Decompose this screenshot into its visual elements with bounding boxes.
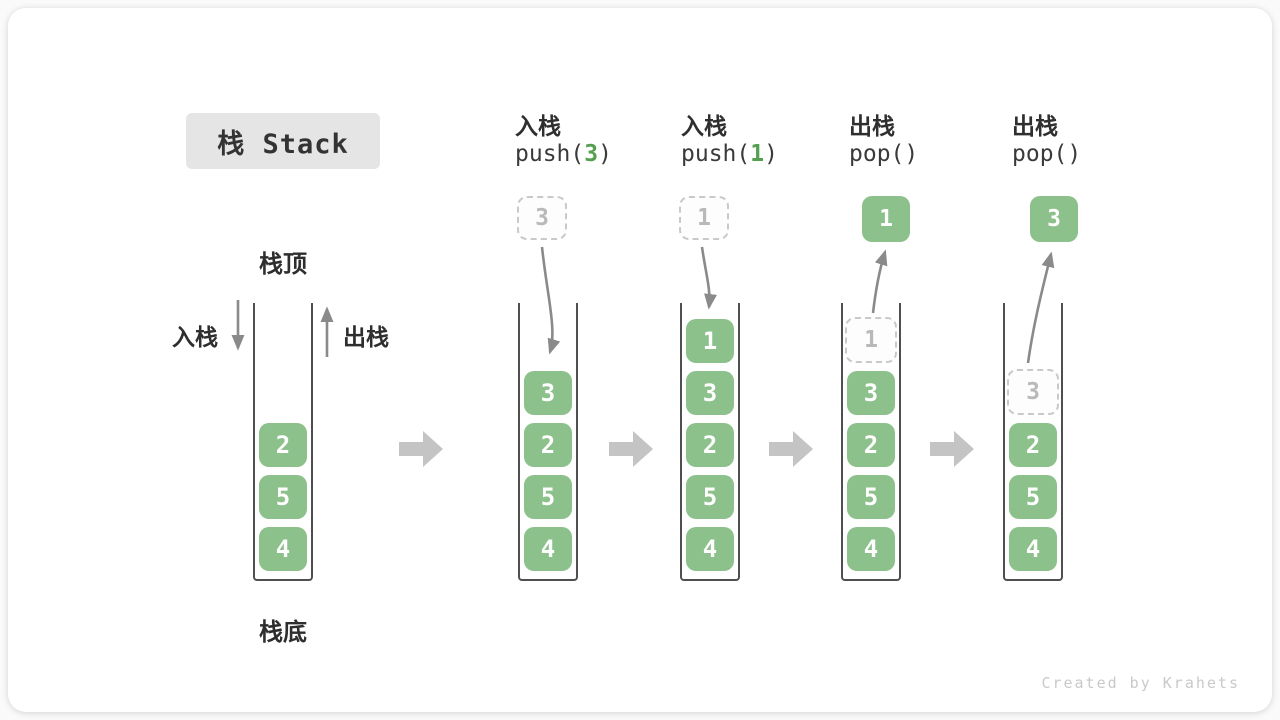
stack-block: 3: [524, 371, 572, 415]
stack-block: 3: [847, 371, 895, 415]
code-pre: push(: [515, 141, 585, 167]
ghost-block: 3: [1007, 369, 1059, 415]
float-dashed-block-3: 3: [517, 196, 567, 240]
op-code-pop3: pop(): [1012, 141, 1081, 167]
footer-credit: Created by Krahets: [1041, 674, 1240, 692]
op-label-pop3: 出栈: [1012, 113, 1058, 139]
float-dashed-block-1: 1: [679, 196, 729, 240]
op-code-pop1: pop(): [849, 141, 918, 167]
label-stack-bottom: 栈底: [259, 619, 307, 646]
code-arg: 1: [750, 141, 765, 167]
stack-block: 2: [686, 423, 734, 467]
code-pre: pop(): [1012, 141, 1082, 167]
label-stack-top: 栈顶: [259, 251, 307, 278]
label-pop-out: 出栈: [343, 324, 389, 350]
stack-block: 2: [259, 423, 307, 467]
stack-block: 2: [1009, 423, 1057, 467]
float-popped-block-1: 1: [862, 196, 910, 242]
stack-block: 4: [259, 527, 307, 571]
stack-block: 2: [847, 423, 895, 467]
code-pre: pop(): [849, 141, 919, 167]
stack-block: 1: [686, 319, 734, 363]
title-badge: 栈 Stack: [186, 113, 380, 169]
op-code-push3: push(3): [515, 141, 612, 167]
stack-block: 4: [686, 527, 734, 571]
title-text: 栈 Stack: [217, 128, 349, 160]
stack-block: 2: [524, 423, 572, 467]
stack-block: 5: [686, 475, 734, 519]
float-popped-block-3: 3: [1030, 196, 1078, 242]
stack-block: 5: [524, 475, 572, 519]
state-transition-arrow-icon: [930, 431, 974, 467]
stack-block: 5: [847, 475, 895, 519]
stack-block: 4: [1009, 527, 1057, 571]
op-label-push1: 入栈: [681, 113, 727, 139]
state-transition-arrow-icon: [399, 431, 443, 467]
code-post: ): [598, 141, 612, 167]
stack-block: 4: [524, 527, 572, 571]
state-transition-arrow-icon: [609, 431, 653, 467]
code-arg: 3: [584, 141, 599, 167]
op-label-pop1: 出栈: [849, 113, 895, 139]
code-pre: push(: [681, 141, 751, 167]
label-push-in: 入栈: [172, 324, 218, 350]
op-code-push1: push(1): [681, 141, 778, 167]
stack-block: 3: [686, 371, 734, 415]
stack-block: 4: [847, 527, 895, 571]
code-post: ): [764, 141, 778, 167]
op-label-push3: 入栈: [515, 113, 561, 139]
stack-block: 5: [1009, 475, 1057, 519]
stack-block: 5: [259, 475, 307, 519]
state-transition-arrow-icon: [769, 431, 813, 467]
ghost-block: 1: [845, 317, 897, 363]
